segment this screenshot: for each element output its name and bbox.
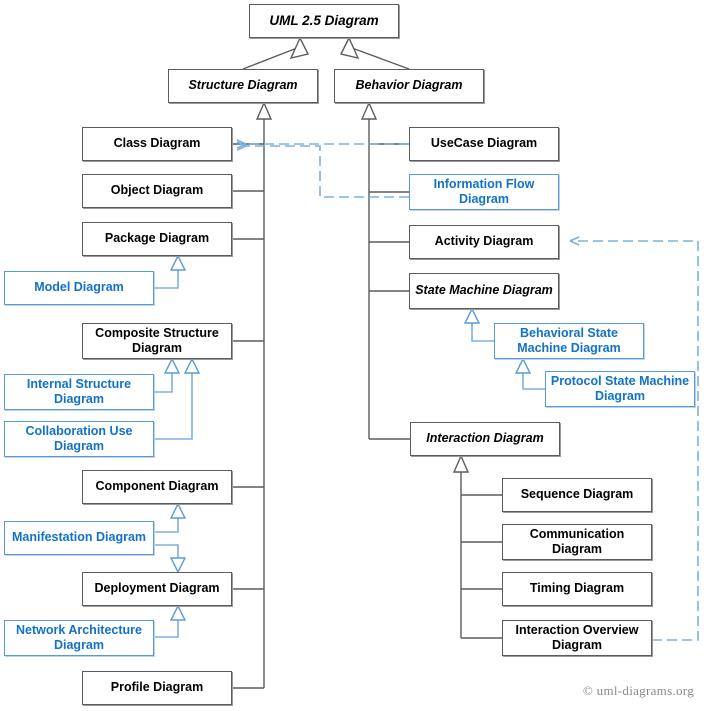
node-package-diagram[interactable]: Package Diagram <box>82 222 232 256</box>
generalization-protocolstate-to-behavioralstate <box>514 357 545 390</box>
generalization-behavior-to-uml <box>339 36 410 70</box>
node-structure-diagram[interactable]: Structure Diagram <box>168 69 318 103</box>
generalization-network-to-deployment <box>154 604 187 638</box>
dependency-interactionoverview-to-activity <box>569 236 699 641</box>
node-interaction-overview-diagram[interactable]: Interaction Overview Diagram <box>502 620 652 656</box>
generalization-behavioralstate-to-statemachine <box>463 307 494 342</box>
node-composite-structure-diagram[interactable]: Composite Structure Diagram <box>82 323 232 359</box>
node-object-diagram[interactable]: Object Diagram <box>82 174 232 208</box>
copyright-footer: © uml-diagrams.org <box>582 683 694 698</box>
structure-subtree-spine <box>232 101 273 689</box>
generalization-model-to-package <box>154 254 187 289</box>
node-information-flow-diagram[interactable]: Information Flow Diagram <box>409 174 559 210</box>
node-sequence-diagram[interactable]: Sequence Diagram <box>502 478 652 512</box>
node-deployment-diagram[interactable]: Deployment Diagram <box>82 572 232 606</box>
node-component-diagram[interactable]: Component Diagram <box>82 470 232 504</box>
node-state-machine-diagram[interactable]: State Machine Diagram <box>409 273 559 309</box>
node-internal-structure-diagram[interactable]: Internal Structure Diagram <box>4 374 154 410</box>
generalization-manifestation-to-component <box>154 502 187 533</box>
behavior-subtree-spine <box>360 101 410 440</box>
generalization-collaboration-to-composite <box>154 357 201 440</box>
dependency-infoflow-to-class <box>236 141 409 198</box>
node-collaboration-use-diagram[interactable]: Collaboration Use Diagram <box>4 421 154 457</box>
generalization-internal-to-composite <box>154 357 181 393</box>
node-protocol-state-machine-diagram[interactable]: Protocol State Machine Diagram <box>545 371 695 407</box>
node-behavioral-state-machine-diagram[interactable]: Behavioral State Machine Diagram <box>494 323 644 359</box>
node-usecase-diagram[interactable]: UseCase Diagram <box>409 127 559 161</box>
interaction-subtree-spine <box>452 454 502 639</box>
node-behavior-diagram[interactable]: Behavior Diagram <box>334 69 484 103</box>
node-network-architecture-diagram[interactable]: Network Architecture Diagram <box>4 620 154 656</box>
node-profile-diagram[interactable]: Profile Diagram <box>82 671 232 705</box>
node-communication-diagram[interactable]: Communication Diagram <box>502 524 652 560</box>
node-interaction-diagram[interactable]: Interaction Diagram <box>410 422 560 456</box>
node-model-diagram[interactable]: Model Diagram <box>4 271 154 305</box>
node-class-diagram[interactable]: Class Diagram <box>82 127 232 161</box>
node-uml-2-5-diagram[interactable]: UML 2.5 Diagram <box>249 4 399 38</box>
generalization-manifestation-to-deployment <box>154 544 187 574</box>
generalization-structure-to-uml <box>242 36 310 70</box>
node-manifestation-diagram[interactable]: Manifestation Diagram <box>4 521 154 555</box>
node-timing-diagram[interactable]: Timing Diagram <box>502 572 652 606</box>
node-activity-diagram[interactable]: Activity Diagram <box>409 225 559 259</box>
